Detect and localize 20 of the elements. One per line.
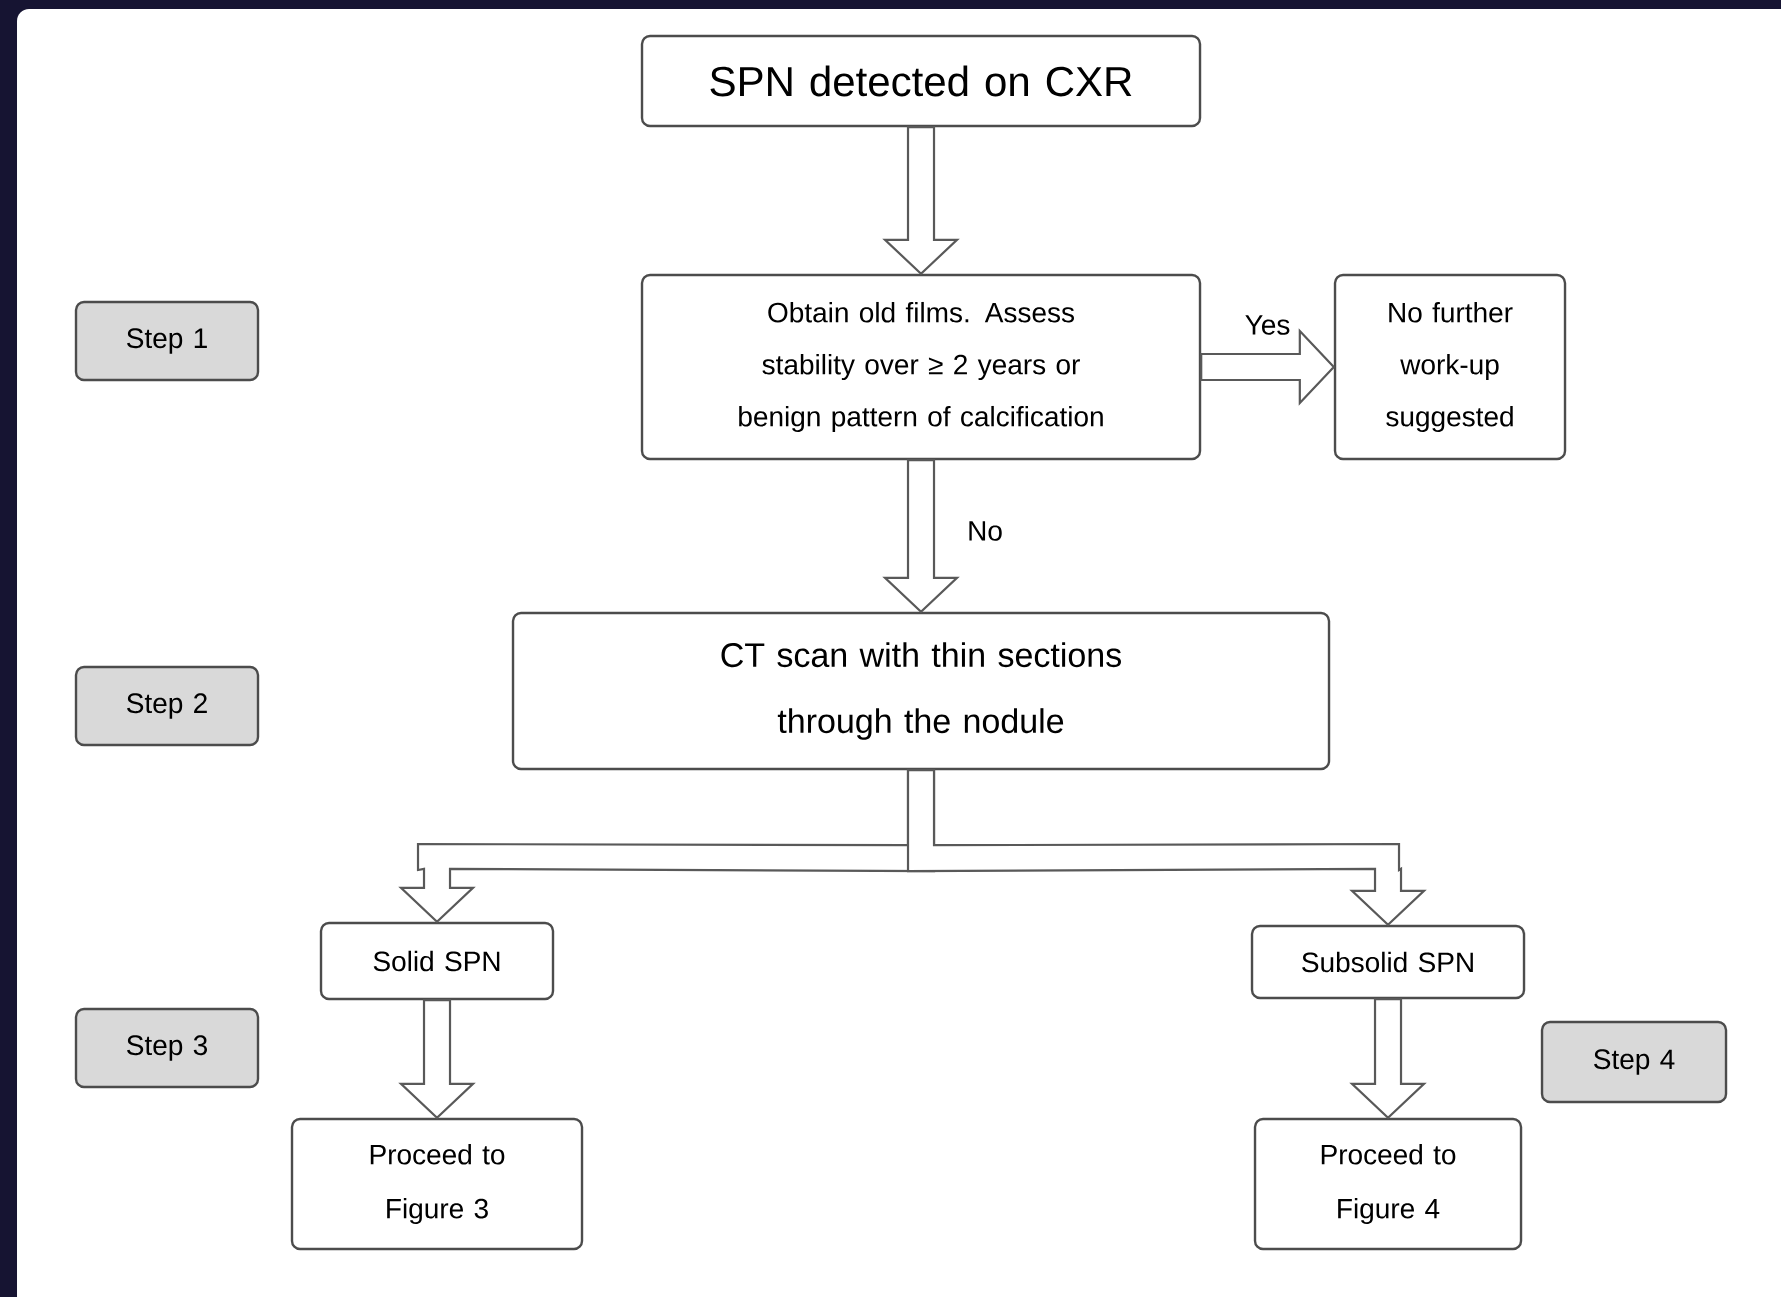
process-box: SPN detected on CXR (640, 34, 1202, 128)
step-label: Step 2 (74, 665, 260, 747)
block-arrow (882, 459, 960, 614)
block-arrow (1349, 998, 1427, 1120)
edge-label: Yes (1240, 311, 1295, 339)
process-box: Proceed to Figure 3 (290, 1117, 584, 1251)
block-arrow (906, 769, 1427, 927)
process-box: Proceed to Figure 4 (1253, 1117, 1523, 1251)
block-arrow (882, 126, 960, 276)
process-box: Solid SPN (319, 921, 555, 1001)
process-box: Subsolid SPN (1250, 924, 1526, 1000)
process-box: CT scan with thin sections through the nodule (511, 611, 1331, 771)
process-box: No further work-up suggested (1333, 273, 1567, 461)
edge-label: No (963, 517, 1007, 545)
block-arrow (1200, 328, 1336, 406)
process-box: Obtain old films. Assess stability over ≥ 2 years or benign pattern of calcification (640, 273, 1202, 461)
step-label: Step 4 (1540, 1020, 1728, 1104)
block-arrow (398, 999, 476, 1120)
step-label: Step 3 (74, 1007, 260, 1089)
step-label: Step 1 (74, 300, 260, 382)
